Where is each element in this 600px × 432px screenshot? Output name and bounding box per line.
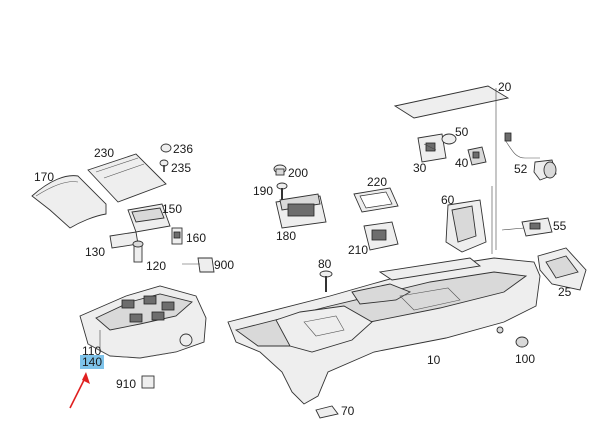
callout-210[interactable]: 210 (348, 243, 369, 257)
callout-52[interactable]: 52 (514, 162, 528, 176)
part-200-clip[interactable] (273, 164, 287, 176)
part-160-lighter[interactable] (171, 227, 183, 245)
part-170-trim-panel[interactable] (31, 175, 107, 229)
part-236-clip[interactable] (160, 143, 172, 153)
part-80-screw[interactable] (319, 270, 333, 292)
callout-120[interactable]: 120 (146, 259, 167, 273)
callout-180[interactable]: 180 (276, 229, 297, 243)
part-140-housing-assembly[interactable] (79, 285, 207, 359)
callout-70[interactable]: 70 (341, 404, 355, 418)
part-235-screw[interactable] (159, 159, 169, 172)
callout-40[interactable]: 40 (455, 156, 469, 170)
callout-170[interactable]: 170 (34, 170, 55, 184)
callout-100[interactable]: 100 (515, 352, 536, 366)
part-20-mat[interactable] (393, 85, 510, 119)
callout-160[interactable]: 160 (186, 231, 207, 245)
callout-80[interactable]: 80 (318, 257, 332, 271)
callout-220[interactable]: 220 (367, 175, 388, 189)
part-100-plug[interactable] (515, 336, 529, 348)
part-52-socket-cable[interactable] (504, 132, 557, 181)
part-55-clip[interactable] (521, 217, 553, 237)
callout-10[interactable]: 10 (427, 353, 441, 367)
callout-110[interactable]: 110 (82, 344, 102, 358)
callout-910[interactable]: 910 (116, 377, 137, 391)
callout-140-highlighted[interactable]: 140 (80, 355, 105, 369)
part-70-clip[interactable] (315, 405, 339, 419)
part-120-bulb[interactable] (132, 240, 144, 263)
part-25-end-cover[interactable] (537, 247, 587, 291)
part-150-insert[interactable] (127, 203, 171, 233)
callout-50[interactable]: 50 (455, 125, 469, 139)
callout-200[interactable]: 200 (288, 166, 309, 180)
callout-60[interactable]: 60 (441, 193, 455, 207)
red-arrow-icon (69, 372, 90, 409)
callout-236[interactable]: 236 (173, 142, 194, 156)
callout-25[interactable]: 25 (558, 285, 572, 299)
part-900-clip[interactable] (197, 257, 215, 273)
leader-lines (99, 88, 525, 348)
callout-150[interactable]: 150 (162, 202, 183, 216)
callout-235[interactable]: 235 (171, 161, 192, 175)
callout-900[interactable]: 900 (214, 258, 235, 272)
part-50-cap[interactable] (441, 133, 457, 145)
part-910-clip[interactable] (141, 375, 155, 389)
part-40-connector[interactable] (467, 146, 487, 166)
part-60-bracket[interactable] (445, 199, 487, 253)
callout-190[interactable]: 190 (253, 184, 274, 198)
part-210-holder[interactable] (363, 221, 399, 251)
callout-130[interactable]: 130 (85, 245, 106, 259)
part-10-center-console[interactable] (227, 257, 541, 405)
part-190-screw[interactable] (276, 182, 288, 200)
part-230-lid[interactable] (87, 153, 167, 203)
callout-55[interactable]: 55 (553, 219, 567, 233)
part-180-module[interactable] (275, 193, 327, 229)
callout-30[interactable]: 30 (413, 161, 427, 175)
callout-20[interactable]: 20 (498, 80, 512, 94)
part-220-frame[interactable] (353, 187, 399, 213)
callout-230[interactable]: 230 (94, 146, 115, 160)
